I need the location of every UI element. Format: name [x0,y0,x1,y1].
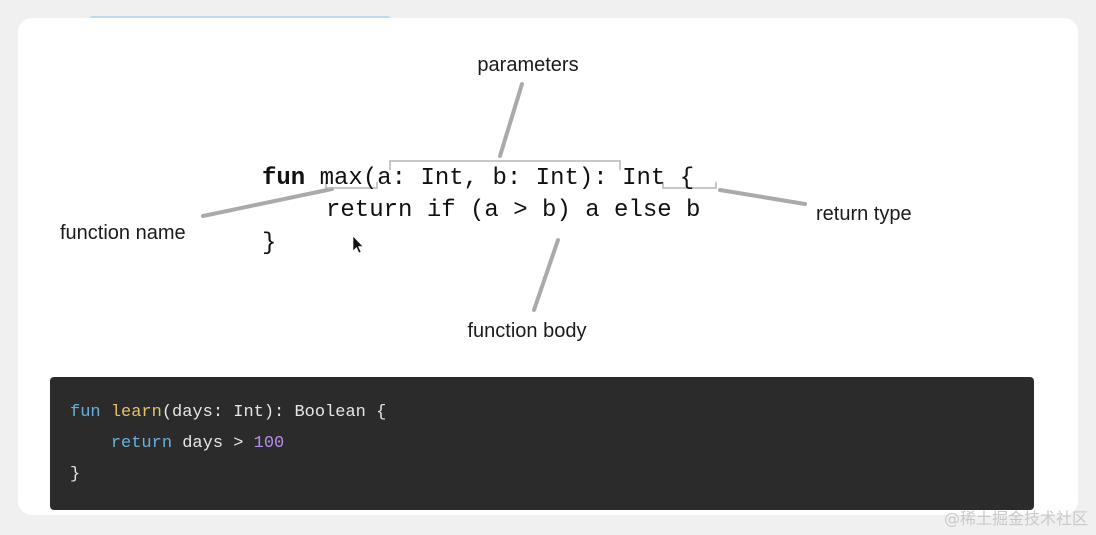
code-line-3: } [70,465,80,484]
closing-brace: } [70,465,81,484]
open-paren: ( [363,165,377,192]
parameters-label: parameters [477,54,578,76]
close-paren-colon: ): [579,165,622,192]
open-brace: { [665,165,694,192]
parameters-bracket [389,160,621,170]
space [101,403,111,422]
code-line-2: return days > 100 [70,434,284,453]
function-body-label: function body [468,320,587,342]
return-type-callout-line [718,188,807,206]
code-block: fun learn(days: Int): Boolean { return d… [50,377,1034,510]
function-name-label: function name [60,222,186,244]
watermark: @稀土掘金技术社区 [943,509,1088,528]
function-name-callout-line [201,187,334,218]
return-type-token: Int [622,165,665,192]
diagram-code-line-3: } [262,230,276,257]
code-line-1: fun learn(days: Int): Boolean { [70,403,386,422]
keyword-fun: fun [70,403,101,422]
expression: days > [172,434,254,453]
function-anatomy-diagram: fun max(a: Int, b: Int): Int { return if… [60,54,912,342]
return-type-bracket [662,182,717,189]
parameters-token: a: Int, b: Int [377,165,579,192]
indent [70,434,111,453]
function-name-bracket [325,182,378,189]
diagram-code-line-1: fun max(a: Int, b: Int): Int { [262,165,694,192]
number-literal: 100 [253,434,285,453]
mouse-cursor-icon [352,235,364,254]
keyword-return: return [110,434,173,453]
parameters-callout-line [498,82,524,158]
fun-keyword: fun [262,165,305,192]
signature-rest: (days: Int): Boolean { [161,403,387,422]
function-body-callout-line [532,238,560,312]
function-name-token: max [320,165,363,192]
function-name-learn: learn [110,403,162,422]
diagram-code-line-2: return if (a > b) a else b [326,197,700,224]
return-type-label: return type [816,203,912,225]
